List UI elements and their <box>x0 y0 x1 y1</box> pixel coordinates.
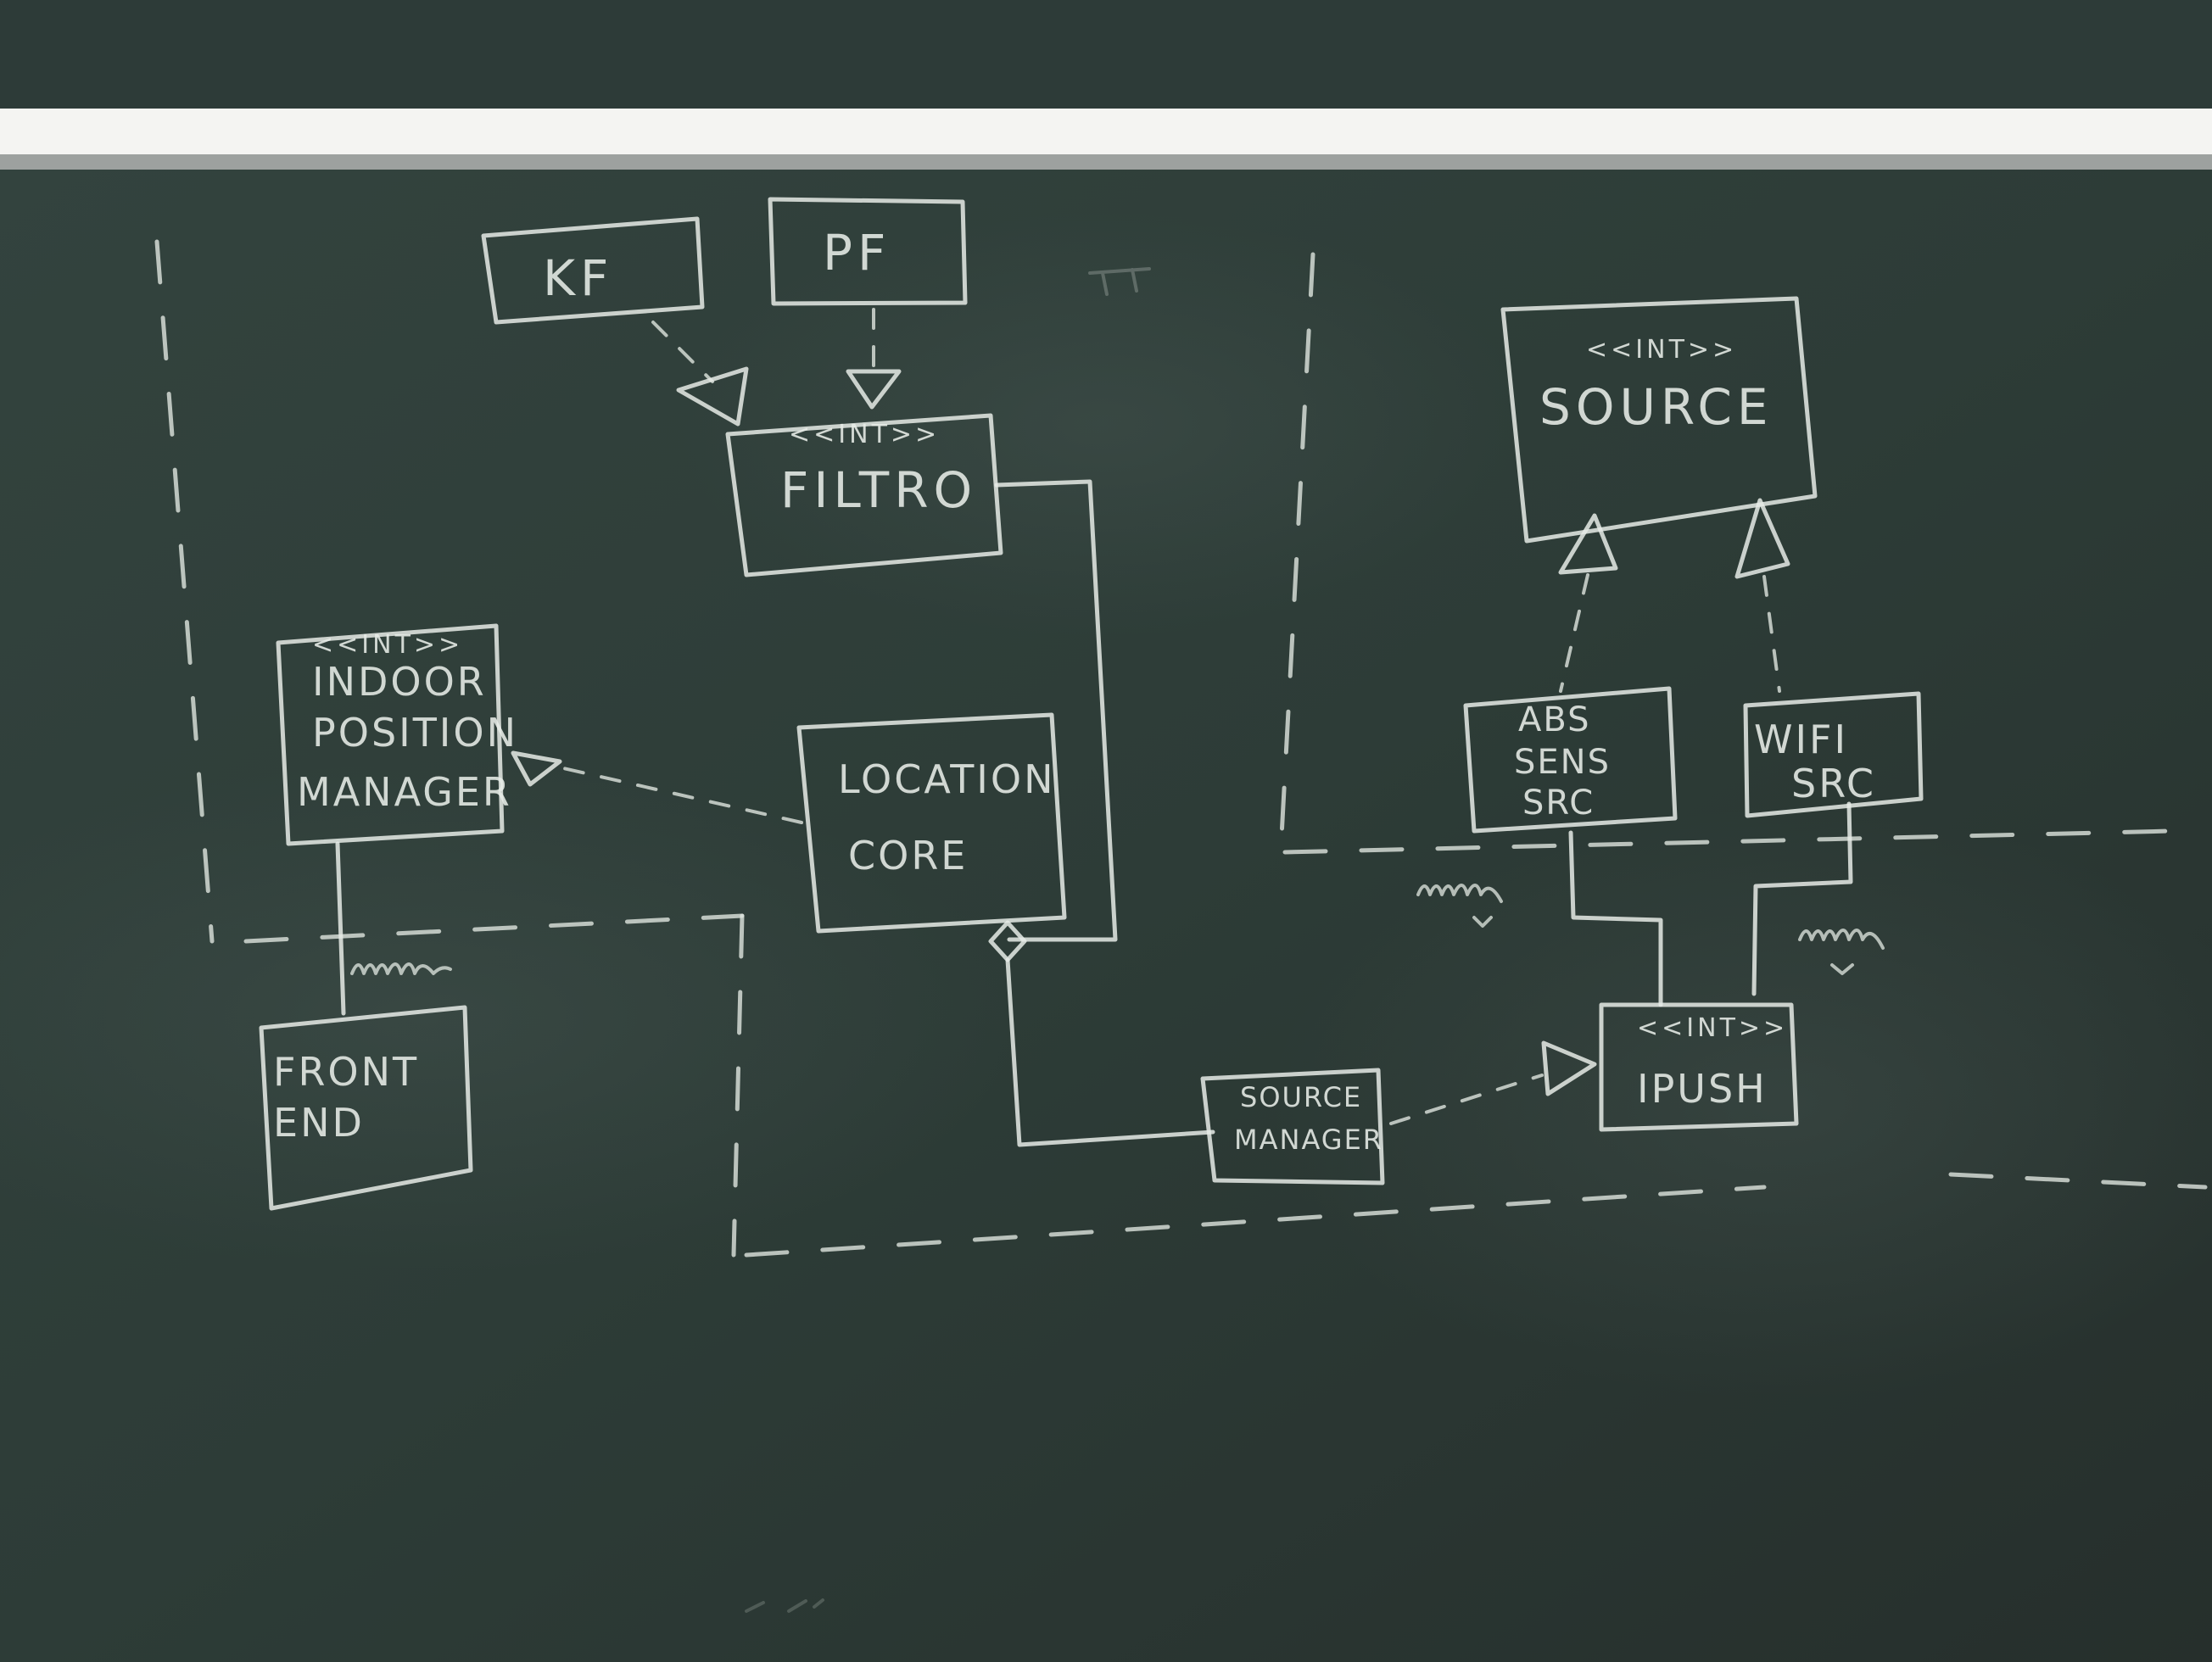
filtro-label: FILTRO <box>780 461 977 519</box>
erased-mark-bottom <box>745 1598 824 1613</box>
source-manager-to-ipush-line <box>1389 1074 1544 1125</box>
wifi-src-box: WIFI SRC <box>1743 691 1924 818</box>
source-manager-box: SOURCE MANAGER <box>1200 1068 1385 1185</box>
location-core-line-1: LOCATION <box>838 756 1056 802</box>
indoor-position-manager-stereotype: <<INT>> <box>312 630 463 660</box>
pf-box: PF <box>768 197 968 306</box>
wifi-src-line-2: SRC <box>1791 761 1876 806</box>
top-strip <box>0 109 2212 158</box>
middle-vertical-boundary <box>731 913 745 1258</box>
right-bottom-boundary <box>1948 1172 2208 1190</box>
source-triangle-left <box>1558 513 1618 575</box>
indoor-to-frontend-line <box>335 841 346 1016</box>
abs-realization-line <box>1559 573 1589 693</box>
indoor-position-manager-box: <<INT>> INDOOR POSITION MANAGER <box>276 623 518 846</box>
abs-sens-src-line-1: ABS <box>1518 700 1591 739</box>
kf-triangle-arrow <box>676 366 749 427</box>
ipush-triangle-arrow <box>1541 1040 1597 1096</box>
ipush-stereotype: <<INT>> <box>1637 1013 1788 1043</box>
core-to-source-manager-line <box>1005 957 1215 1147</box>
strip-shadow <box>0 154 2212 171</box>
upper-board <box>0 0 2212 114</box>
location-core-line-2: CORE <box>848 833 968 878</box>
ipush-label: IPUSH <box>1637 1066 1768 1112</box>
wifi-to-ipush-line <box>1751 801 1853 996</box>
kf-box: KF <box>481 216 705 325</box>
eraser-smudge-1 <box>0 763 1018 1272</box>
core-to-indoor-realization <box>558 766 803 824</box>
erased-mark <box>1088 267 1151 296</box>
indoor-line-2: POSITION <box>312 710 518 756</box>
indoor-line-1: INDOOR <box>312 659 487 705</box>
left-boundary <box>154 239 215 944</box>
eraser-smudge-3 <box>679 212 1527 636</box>
source-stereotype: <<INT>> <box>1586 335 1737 365</box>
indoor-line-3: MANAGER <box>297 769 512 815</box>
abs-to-ipush-line <box>1568 830 1663 1007</box>
left-horizontal-boundary <box>243 913 745 944</box>
filtro-stereotype: <<INT>> <box>789 420 940 449</box>
source-manager-line-2: MANAGER <box>1234 1124 1383 1156</box>
ipush-box: <<INT>> IPUSH <box>1599 1002 1799 1132</box>
pf-triangle-arrow <box>846 369 902 410</box>
abs-sens-src-box: ABS SENS SRC <box>1463 686 1678 834</box>
front-end-line-2: END <box>273 1100 365 1146</box>
indoor-frontend-multiplicity <box>350 962 452 975</box>
kf-realization-line <box>651 321 714 383</box>
filtro-box: <<INT>> FILTRO <box>725 413 1003 577</box>
wifi-src-line-1: WIFI <box>1754 717 1848 762</box>
wifi-realization-line <box>1762 575 1781 693</box>
location-core-box: LOCATION CORE <box>796 712 1067 934</box>
abs-sens-src-line-3: SRC <box>1522 784 1595 823</box>
source-box: <<INT>> SOURCE <box>1500 296 1818 544</box>
source-triangle-right <box>1734 498 1790 579</box>
kf-label: KF <box>543 249 613 307</box>
pf-label: PF <box>823 224 891 282</box>
source-manager-line-1: SOURCE <box>1240 1081 1362 1113</box>
wifi-multiplicity <box>1798 929 1885 975</box>
abs-multiplicity <box>1416 884 1503 928</box>
front-end-box: FRONT END <box>259 1005 473 1211</box>
abs-sens-src-line-2: SENS <box>1514 743 1611 782</box>
front-end-line-1: FRONT <box>273 1049 419 1095</box>
right-vertical-boundary <box>1278 252 1315 855</box>
eraser-smudge-2 <box>1272 806 2212 1399</box>
filtro-to-core-line <box>994 479 1118 942</box>
source-label: SOURCE <box>1539 378 1773 436</box>
bottom-boundary <box>744 1185 1767 1258</box>
indoor-triangle-arrow <box>511 750 562 787</box>
